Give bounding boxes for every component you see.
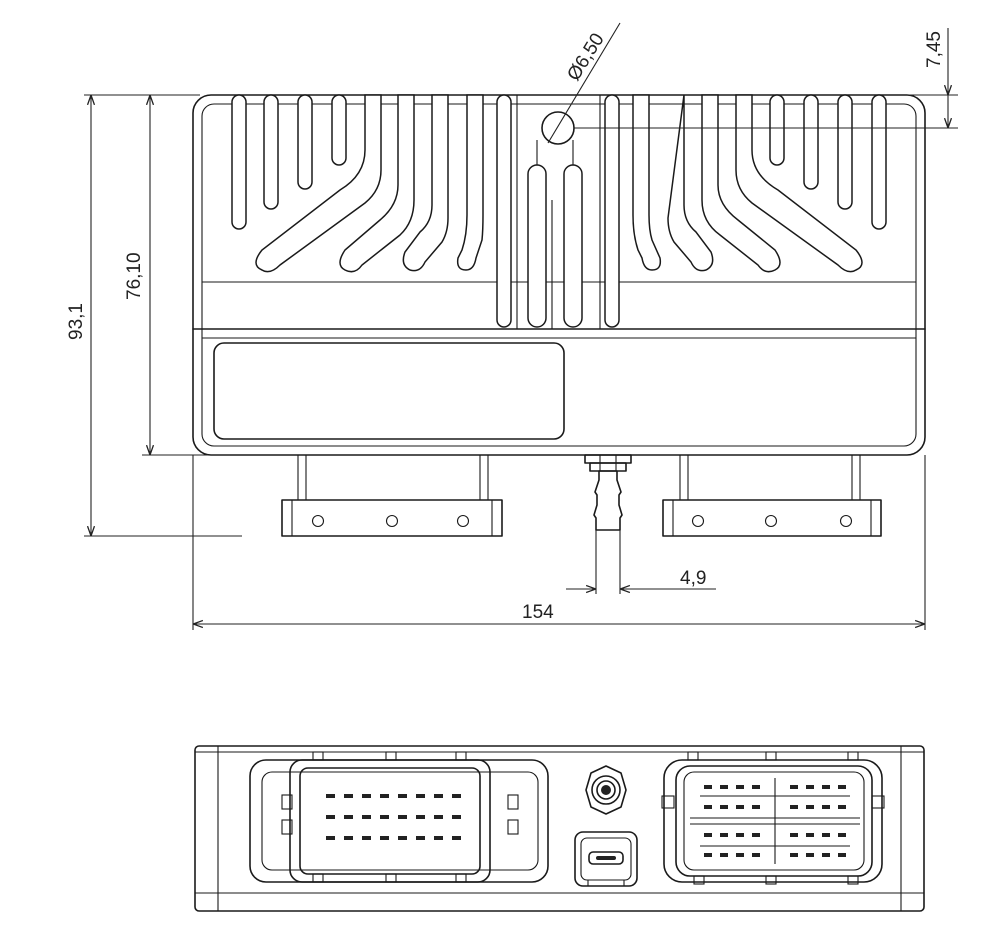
dim-nozzle-width-text: 4,9 — [680, 568, 706, 589]
dim-total-width-text: 154 — [522, 602, 554, 623]
usb-port — [574, 831, 638, 887]
cooling-fins-center — [516, 95, 601, 329]
dimension-nozzle-width: 4,9 — [566, 530, 716, 594]
cooling-fins-right — [604, 94, 887, 328]
housing-outline — [192, 94, 926, 456]
connector-right-pins — [704, 785, 846, 857]
dim-body-height-text: 76,10 — [124, 252, 145, 300]
pressure-port — [585, 765, 627, 815]
bracket-right — [662, 455, 882, 537]
dimension-total-height: 93,1 — [66, 94, 242, 537]
connector-right — [661, 751, 885, 885]
dimension-hole-offset: 7,45 — [574, 28, 958, 129]
mounting-hole — [541, 111, 575, 145]
label-plate — [213, 342, 565, 440]
dim-total-height-text: 93,1 — [66, 303, 87, 340]
top-view: Ø6,50 7,45 76,10 93,1 — [66, 22, 958, 630]
hose-nozzle — [584, 454, 632, 531]
dimension-total-width: 154 — [192, 455, 926, 630]
dim-hole-offset-text: 7,45 — [924, 31, 945, 68]
dim-hole-diameter-text: Ø6,50 — [563, 30, 608, 85]
bracket-left — [281, 455, 503, 537]
front-housing — [194, 745, 925, 912]
cooling-fins-left — [231, 94, 512, 328]
dimension-body-height: 76,10 — [124, 94, 230, 456]
connector-left-pins — [326, 794, 461, 840]
connector-left — [249, 751, 549, 883]
front-view — [194, 745, 925, 912]
